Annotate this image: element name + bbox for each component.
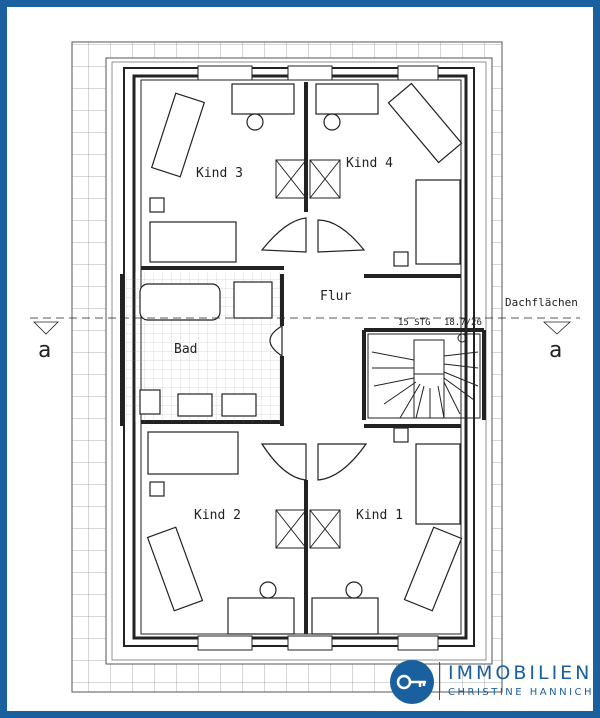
- skylights: [275, 159, 341, 549]
- room-label-kind1: Kind 1: [356, 508, 403, 523]
- section-marker-left: a: [38, 338, 52, 363]
- logo-separator: [439, 662, 440, 700]
- staircase: [367, 333, 481, 419]
- interior-walls: [120, 82, 486, 634]
- stair-label: 15 STG 18.7/26: [398, 318, 482, 328]
- section-line: [30, 317, 580, 335]
- section-marker-right: a: [549, 338, 563, 363]
- stair-count: 15 STG: [398, 318, 431, 328]
- dachflaechen-label: Dachflächen: [505, 296, 578, 309]
- logo-subtitle: CHRISTINE HANNICH: [448, 687, 595, 698]
- room-label-flur: Flur: [320, 289, 352, 304]
- logo-key-icon: [390, 660, 434, 704]
- company-logo: IMMOBILIEN CHRISTINE HANNICH: [388, 656, 598, 708]
- room-label-kind3: Kind 3: [196, 166, 243, 181]
- doors: [260, 217, 368, 481]
- furniture: [139, 82, 463, 635]
- room-label-kind4: Kind 4: [346, 156, 393, 171]
- room-label-kind2: Kind 2: [194, 508, 241, 523]
- room-label-bad: Bad: [174, 342, 198, 357]
- stair-ratio: 18.7/26: [443, 318, 482, 328]
- windows: [197, 65, 439, 651]
- logo-name: IMMOBILIEN: [448, 662, 593, 684]
